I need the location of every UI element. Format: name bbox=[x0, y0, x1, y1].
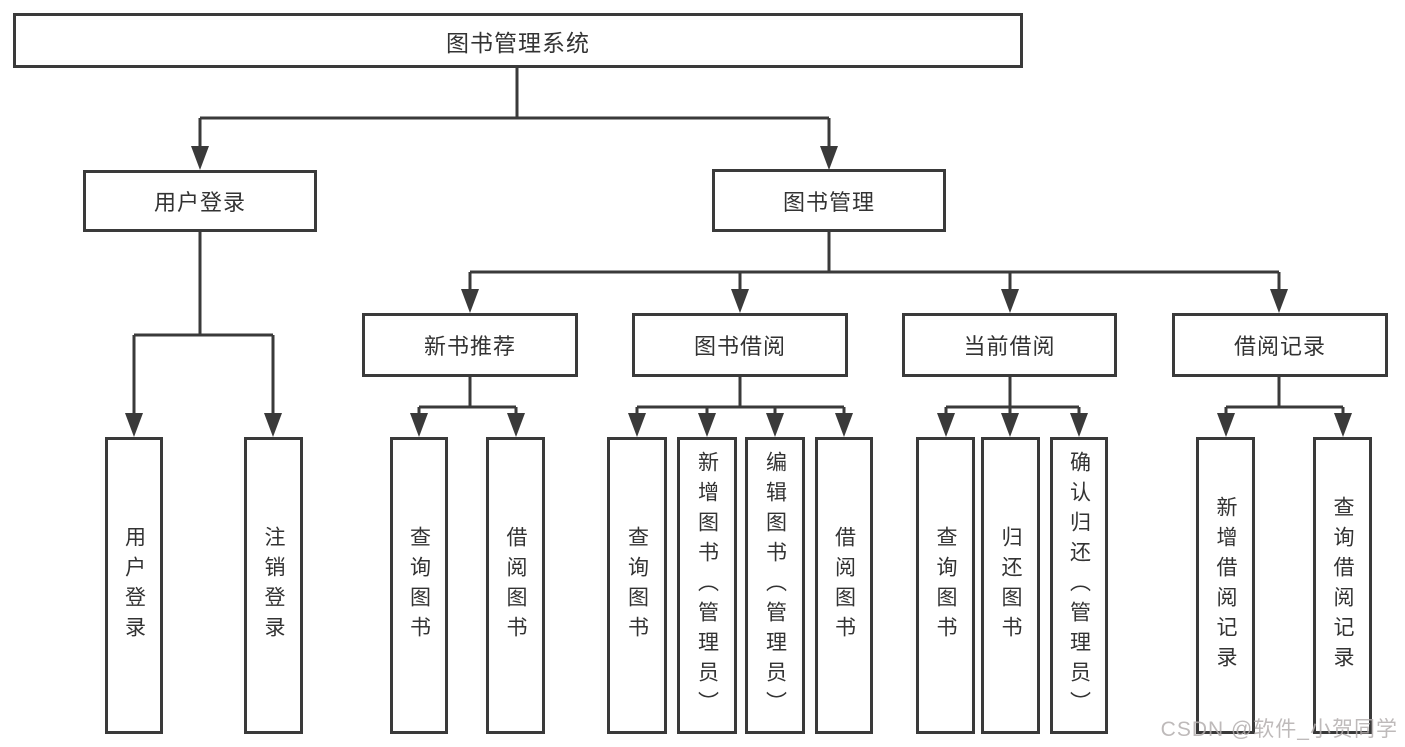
node-current-borrow-label: 当前借阅 bbox=[963, 334, 1056, 359]
leaf-current-confirm-return-admin: 确认归还（管理员） bbox=[1050, 437, 1108, 734]
leaf-record-add-borrow-record: 新增借阅记录 bbox=[1196, 437, 1255, 734]
node-root-library-management-system: 图书管理系统 bbox=[13, 13, 1023, 68]
node-borrow-record-label: 借阅记录 bbox=[1233, 334, 1326, 359]
connector-root-to-level2 bbox=[198, 66, 831, 150]
node-book-borrow: 图书借阅 bbox=[632, 313, 848, 377]
leaf-borrow-borrow-books-label: 借阅图书 bbox=[832, 525, 856, 646]
leaf-current-query-books: 查询图书 bbox=[916, 437, 975, 734]
node-user-login: 用户登录 bbox=[83, 170, 317, 232]
connector-book-mgmt-to-level3 bbox=[468, 232, 1281, 292]
leaf-newbook-borrow-books: 借阅图书 bbox=[486, 437, 545, 734]
leaf-borrow-query-books-label: 查询图书 bbox=[625, 525, 649, 646]
node-book-borrow-label: 图书借阅 bbox=[693, 334, 786, 359]
connector-book-borrow-children bbox=[635, 377, 846, 418]
leaf-borrow-borrow-books: 借阅图书 bbox=[815, 437, 873, 734]
connector-current-borrow-children bbox=[944, 377, 1081, 418]
node-new-book-recommend: 新书推荐 bbox=[362, 313, 578, 377]
leaf-borrow-add-books-admin-label: 新增图书（管理员） bbox=[695, 450, 719, 721]
leaf-current-return-books-label: 归还图书 bbox=[999, 525, 1022, 646]
connector-user-login-children bbox=[132, 231, 275, 417]
leaf-logout: 注销登录 bbox=[244, 437, 303, 734]
leaf-borrow-add-books-admin: 新增图书（管理员） bbox=[677, 437, 737, 734]
leaf-newbook-borrow-books-label: 借阅图书 bbox=[504, 525, 527, 646]
leaf-user-login-label: 用户登录 bbox=[122, 525, 146, 646]
leaf-current-query-books-label: 查询图书 bbox=[934, 525, 957, 646]
node-current-borrow: 当前借阅 bbox=[902, 313, 1117, 377]
arrowheads bbox=[125, 146, 1352, 437]
leaf-record-query-borrow-record: 查询借阅记录 bbox=[1313, 437, 1372, 734]
node-book-management-label: 图书管理 bbox=[782, 189, 875, 215]
leaf-borrow-edit-books-admin: 编辑图书（管理员） bbox=[745, 437, 805, 734]
leaf-current-confirm-return-admin-label: 确认归还（管理员） bbox=[1067, 450, 1091, 721]
leaf-borrow-query-books: 查询图书 bbox=[607, 437, 667, 734]
leaf-borrow-edit-books-admin-label: 编辑图书（管理员） bbox=[763, 450, 787, 721]
leaf-record-add-borrow-record-label: 新增借阅记录 bbox=[1214, 495, 1237, 676]
node-borrow-record: 借阅记录 bbox=[1172, 313, 1388, 377]
node-new-book-recommend-label: 新书推荐 bbox=[423, 334, 516, 359]
node-book-management: 图书管理 bbox=[712, 169, 946, 232]
connector-borrow-record-children bbox=[1224, 377, 1345, 418]
node-user-login-label: 用户登录 bbox=[153, 190, 246, 215]
leaf-newbook-query-books-label: 查询图书 bbox=[407, 525, 431, 646]
node-root-label: 图书管理系统 bbox=[446, 29, 590, 56]
leaf-newbook-query-books: 查询图书 bbox=[390, 437, 448, 734]
leaf-user-login: 用户登录 bbox=[105, 437, 163, 734]
leaf-logout-label: 注销登录 bbox=[262, 525, 285, 646]
connector-new-book-children bbox=[417, 377, 518, 418]
leaf-current-return-books: 归还图书 bbox=[981, 437, 1040, 734]
leaf-record-query-borrow-record-label: 查询借阅记录 bbox=[1331, 495, 1354, 676]
